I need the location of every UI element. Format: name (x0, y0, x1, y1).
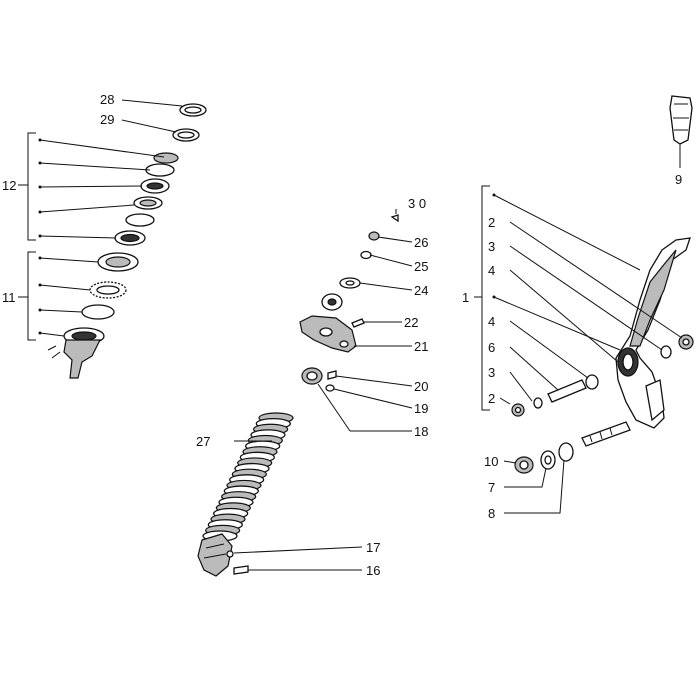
label-24: 24 (414, 283, 428, 298)
label-19: 19 (414, 401, 428, 416)
label-4-upper: 4 (488, 263, 495, 278)
swing-arm-assembly: 9 (462, 95, 694, 521)
swing-arm-axle (581, 421, 631, 447)
label-7: 7 (488, 480, 495, 495)
label-3-lower: 3 (488, 365, 495, 380)
suspension-hardware: 3 0 26 25 24 22 21 20 19 18 (299, 196, 428, 439)
label-10: 10 (484, 454, 498, 469)
label-8: 8 (488, 506, 495, 521)
label-18: 18 (414, 424, 428, 439)
label-17: 17 (366, 540, 380, 555)
label-4-lower: 4 (488, 314, 495, 329)
label-29: 29 (100, 112, 114, 127)
part-8-ring (558, 442, 574, 462)
label-1: 1 (462, 290, 469, 305)
part-4-ring (585, 374, 599, 390)
part-9-rubber-cover (669, 95, 693, 145)
label-20: 20 (414, 379, 428, 394)
label-28: 28 (100, 92, 114, 107)
part-16-bolt (233, 565, 249, 575)
label-12: 12 (2, 178, 16, 193)
label-26: 26 (414, 235, 428, 250)
label-25: 25 (414, 259, 428, 274)
part-27-spring (202, 412, 294, 542)
part-6-pin (547, 379, 587, 403)
part-3-washer-lower (533, 397, 543, 409)
label-2-lower: 2 (488, 391, 495, 406)
label-22: 22 (404, 315, 418, 330)
part-30-pin (390, 214, 399, 223)
part-22-bolt (351, 318, 365, 328)
label-21: 21 (414, 339, 428, 354)
label-3-upper: 3 (488, 239, 495, 254)
label-16: 16 (366, 563, 380, 578)
headset-bearing-assembly: 28 29 12 11 (2, 92, 207, 379)
label-9: 9 (675, 172, 682, 187)
label-30: 3 0 (408, 196, 426, 211)
part-12-ring-d (125, 213, 155, 227)
label-2-upper: 2 (488, 215, 495, 230)
fork-stem-fragment (63, 339, 101, 379)
part-3-washer-upper (660, 345, 672, 359)
part-20-clip (327, 370, 337, 380)
part-25-washer (360, 250, 372, 260)
part-17-washer (226, 550, 234, 558)
label-6: 6 (488, 340, 495, 355)
part-11-ring (81, 304, 115, 320)
part-12-ring-a (153, 152, 179, 164)
label-11: 11 (2, 290, 16, 305)
shock-absorber-spring: 27 17 16 (196, 412, 380, 578)
part-19-washer (325, 384, 335, 392)
label-27: 27 (196, 434, 210, 449)
part-26-nut (368, 231, 380, 241)
